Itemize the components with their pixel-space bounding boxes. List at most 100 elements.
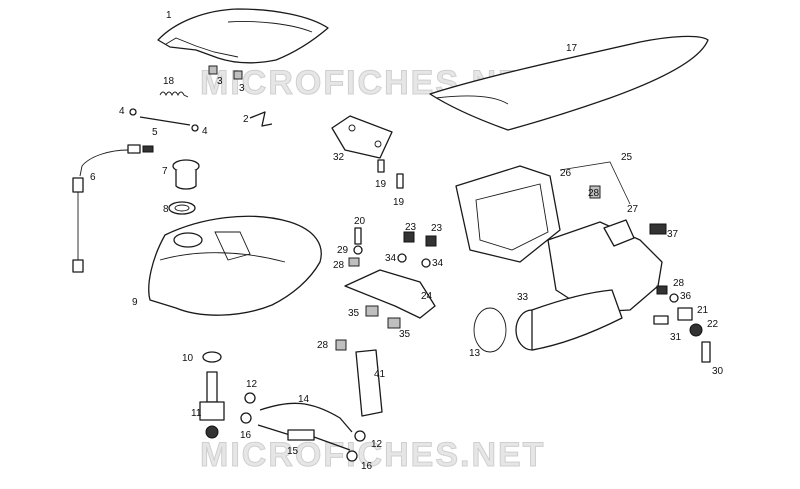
label-23a: 23: [405, 222, 417, 233]
nut-28a: [348, 257, 360, 267]
nut-28d: [656, 285, 668, 295]
label-16a: 16: [240, 430, 252, 441]
watermark-bottom: MICROFICHES.NET: [200, 436, 545, 474]
spring: [159, 91, 189, 98]
screw-31: [653, 315, 669, 325]
label-36: 36: [680, 291, 692, 302]
gasket: [168, 201, 196, 215]
clamp-12a: [244, 392, 256, 404]
label-17: 17: [566, 43, 578, 54]
label-15: 15: [287, 446, 299, 457]
nut-4b: [191, 124, 199, 132]
fuel-valve: [199, 371, 225, 439]
label-4b: 4: [202, 126, 208, 137]
label-11: 11: [191, 408, 202, 419]
nut-4a: [129, 108, 137, 116]
clip-3b: [233, 70, 243, 80]
label-34a: 34: [385, 253, 397, 264]
label-22: 22: [707, 319, 719, 330]
label-10: 10: [182, 353, 194, 364]
label-31: 31: [670, 332, 682, 343]
label-28c: 28: [317, 340, 329, 351]
label-24: 24: [421, 291, 433, 302]
airbox-cover: [455, 165, 561, 263]
bracket-24: [344, 269, 436, 319]
label-28d: 28: [673, 278, 685, 289]
tank-cover: [157, 8, 329, 64]
pin: [139, 116, 191, 126]
label-12b: 12: [371, 439, 383, 450]
washer-29: [353, 245, 363, 255]
label-28b: 28: [333, 260, 345, 271]
label-34b: 34: [432, 258, 444, 269]
clamp-12b: [354, 430, 366, 442]
bolt-19a: [377, 159, 385, 173]
nut-22: [689, 323, 703, 337]
bracket: [249, 111, 273, 127]
screw-23b: [425, 235, 437, 247]
screw-23a: [403, 231, 415, 243]
label-25: 25: [621, 152, 633, 163]
fuel-cap: [172, 159, 200, 190]
label-5: 5: [152, 127, 158, 138]
washer-34a: [397, 253, 407, 263]
hose-clamp-10: [202, 351, 222, 363]
label-14: 14: [298, 394, 310, 405]
label-21: 21: [697, 305, 709, 316]
label-9: 9: [132, 297, 138, 308]
label-30: 30: [712, 366, 724, 377]
label-26: 26: [560, 168, 572, 179]
bolt-30: [701, 341, 711, 363]
label-8: 8: [163, 204, 169, 215]
label-35b: 35: [399, 329, 411, 340]
label-12a: 12: [246, 379, 258, 390]
nut-28c: [589, 185, 601, 199]
bushing-21: [677, 307, 693, 321]
clip-3a: [208, 65, 218, 75]
label-37: 37: [667, 229, 679, 240]
clip-35a: [365, 305, 379, 317]
screw-37: [649, 223, 667, 235]
intake-boot: [515, 289, 623, 351]
label-29: 29: [337, 245, 349, 256]
fuel-tank: [148, 215, 322, 316]
label-3b: 3: [239, 83, 245, 94]
label-4a: 4: [119, 106, 125, 117]
label-16b: 16: [361, 461, 373, 472]
label-20: 20: [354, 216, 366, 227]
label-28a: 28: [588, 188, 600, 199]
label-3a: 3: [217, 76, 223, 87]
clamp-16b: [346, 450, 358, 462]
label-13: 13: [469, 348, 481, 359]
label-1: 1: [166, 10, 172, 21]
washer-36: [669, 293, 679, 303]
label-27: 27: [627, 204, 639, 215]
label-32: 32: [333, 152, 345, 163]
label-7: 7: [162, 166, 168, 177]
clip-35b: [387, 317, 401, 329]
label-33: 33: [517, 292, 529, 303]
clamp-16a: [240, 412, 252, 424]
washer-34b: [421, 258, 431, 268]
bolt-19b: [396, 173, 404, 189]
bolt-20: [354, 227, 362, 245]
clamp-ring: [473, 307, 507, 353]
label-19b: 19: [393, 197, 405, 208]
seat: [429, 35, 709, 131]
label-2: 2: [243, 114, 249, 125]
airbox: [547, 219, 663, 313]
bracket-41: [355, 349, 383, 417]
label-19a: 19: [375, 179, 387, 190]
label-18: 18: [163, 76, 175, 87]
nut-28b: [335, 339, 347, 351]
label-23b: 23: [431, 223, 443, 234]
fuel-hose: [259, 402, 353, 433]
label-41: 41: [374, 369, 386, 380]
fuel-sender: [72, 144, 154, 273]
fuel-filter: [257, 424, 351, 451]
label-35a: 35: [348, 308, 360, 319]
seat-bracket: [331, 115, 393, 159]
label-6: 6: [90, 172, 96, 183]
